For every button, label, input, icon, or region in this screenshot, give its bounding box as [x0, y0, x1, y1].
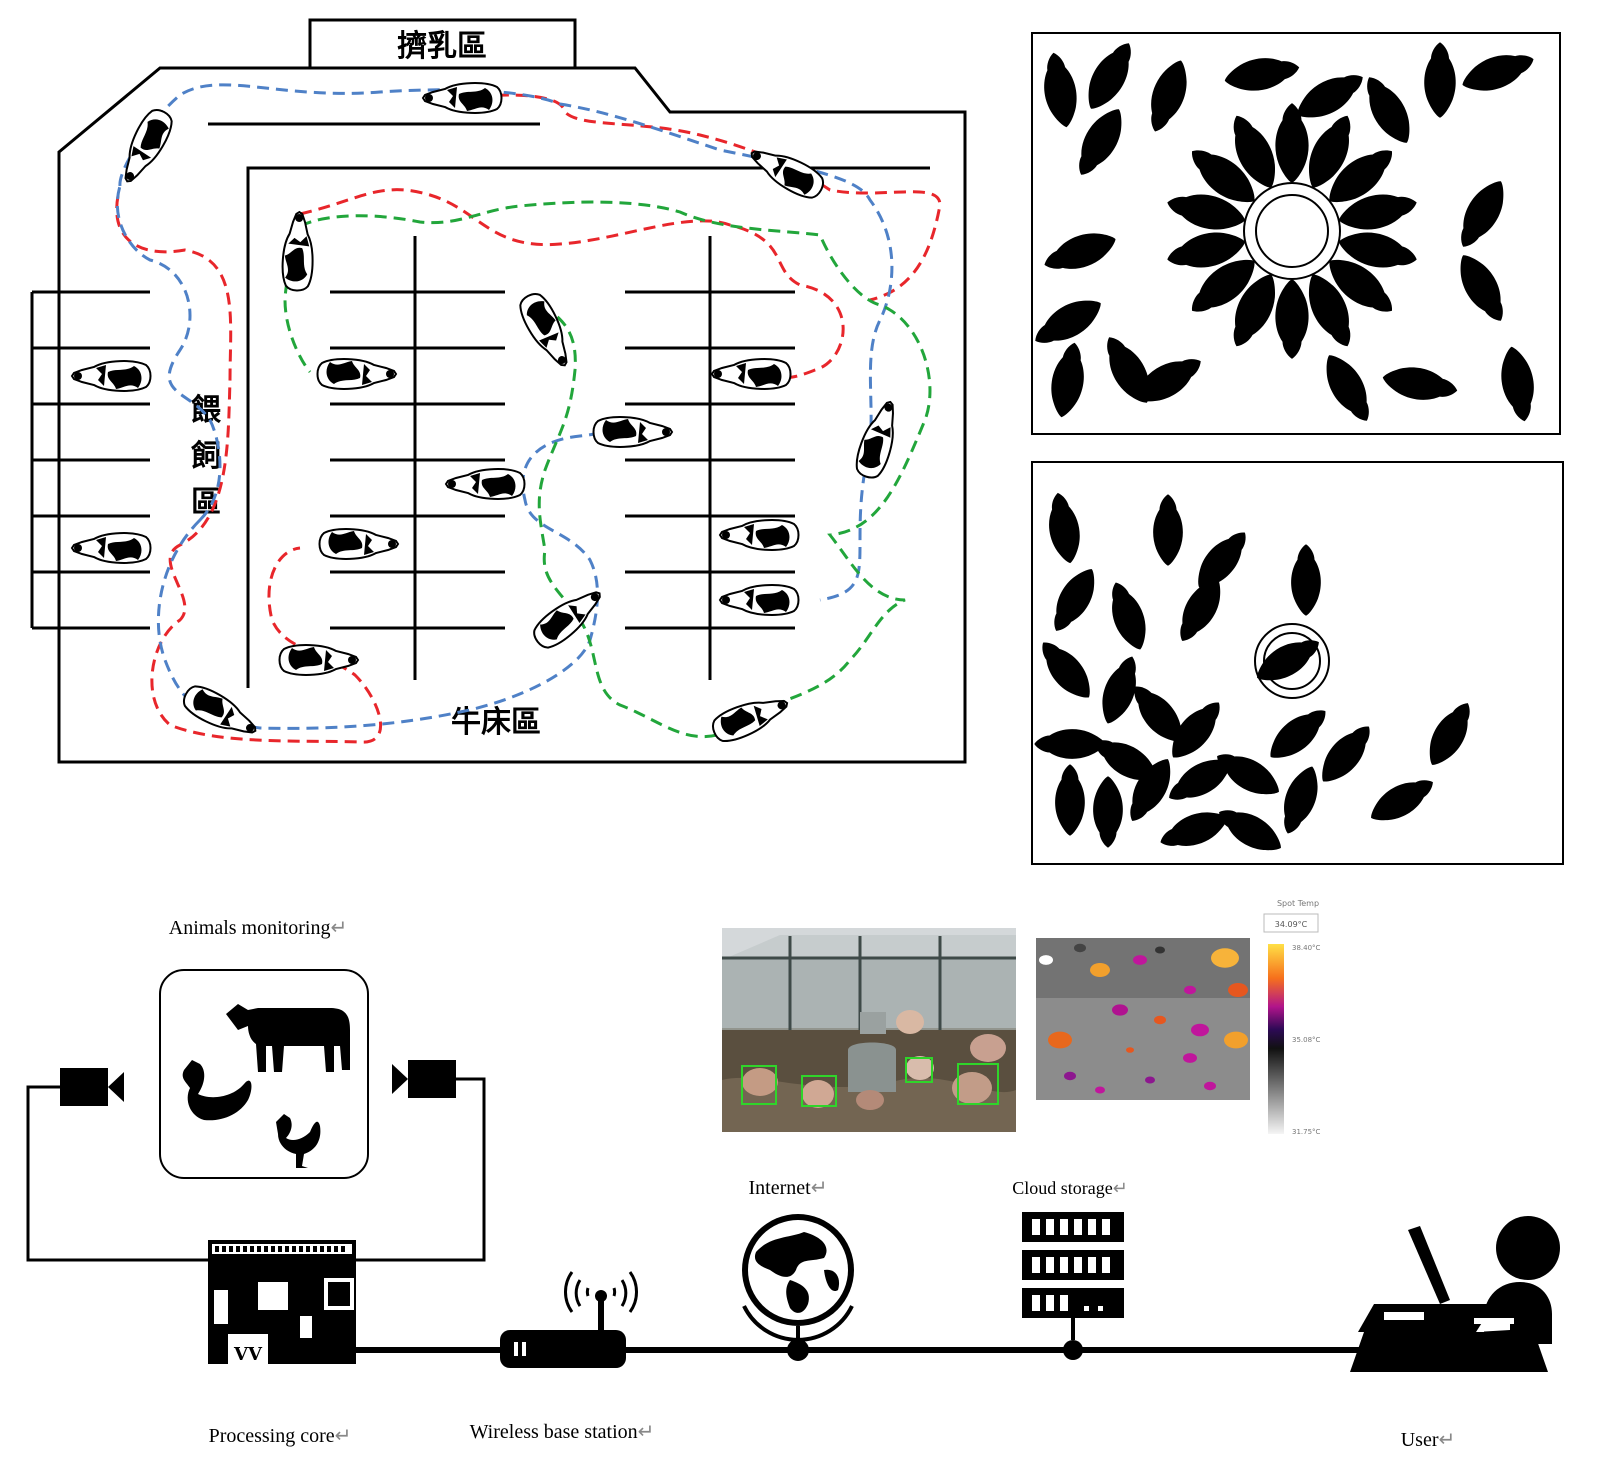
thermal-hotspot — [1155, 946, 1165, 954]
thermal-hotspot — [1074, 943, 1086, 953]
thermal-hotspot — [1184, 985, 1196, 995]
thermal-hotspot — [1183, 1053, 1197, 1063]
spot-temp-value: 34.09°C — [1275, 920, 1308, 929]
thermal-hotspot — [1039, 955, 1053, 965]
thermal-hotspot — [1090, 963, 1110, 977]
scale-mid: 35.08°C — [1292, 1036, 1321, 1044]
wireless-base-station-label: Wireless base station↵ — [470, 1421, 655, 1443]
milking-area-box — [308, 18, 577, 70]
thermal-hotspot — [1224, 1031, 1248, 1049]
server-rack-icon — [1022, 1212, 1124, 1360]
animals-monitoring-label: Animals monitoring↵ — [169, 917, 347, 939]
thermal-hotspot — [1095, 1086, 1105, 1094]
thermal-hotspot — [1126, 1047, 1134, 1053]
thermal-hotspot — [1145, 1076, 1155, 1084]
thermal-hotspot — [1228, 983, 1248, 997]
camera-icon — [392, 1060, 456, 1098]
scale-max: 38.40°C — [1292, 944, 1321, 952]
feeding-area-label-2: 飼 — [191, 439, 221, 474]
camera-icon — [60, 1068, 124, 1106]
hen-icon — [182, 1060, 252, 1121]
cow-icon — [226, 1004, 350, 1072]
thermal-hotspot — [1204, 1081, 1216, 1091]
thermal-hotspot — [1048, 1031, 1072, 1049]
thermal-hotspot — [1154, 1015, 1166, 1025]
crowd-diagram-corner — [1031, 461, 1564, 865]
scale-min: 31.75°C — [1292, 1128, 1321, 1136]
stall-block-right — [625, 236, 795, 680]
thermal-hotspot — [1211, 948, 1239, 968]
internet-label: Internet↵ — [749, 1177, 828, 1199]
spot-temp-label: Spot Temp — [1277, 899, 1319, 908]
green-trajectory — [283, 200, 932, 739]
router-icon — [500, 1271, 638, 1368]
thermal-hotspot — [1191, 1023, 1209, 1037]
thermal-image: Spot Temp 34.09°C 38.40°C 35.08°C 31.75°… — [1034, 896, 1321, 1142]
user-at-desk-icon — [1350, 1216, 1560, 1372]
thermal-hotspot — [1112, 1004, 1128, 1016]
thermal-hotspot — [1064, 1071, 1076, 1081]
barn-outer-wall — [57, 66, 967, 764]
feeding-fence — [30, 290, 150, 630]
barn-floor-plan: 擠乳區 餵 飼 區 — [30, 18, 967, 764]
raspberry-board-icon: VV — [208, 1240, 356, 1366]
globe-icon — [742, 1214, 854, 1361]
user-label: User↵ — [1401, 1429, 1456, 1451]
feeding-area-label-1: 餵 — [191, 393, 222, 428]
red-trajectory — [115, 93, 942, 744]
thermal-hotspot — [1133, 955, 1147, 965]
stall-block-middle — [330, 236, 505, 680]
cloud-storage-label: Cloud storage↵ — [1012, 1178, 1128, 1198]
milking-area-label: 擠乳區 — [397, 29, 487, 64]
blue-trajectory — [115, 83, 894, 730]
camera-feed-image — [722, 928, 1016, 1132]
crowd-diagram-circle — [1027, 32, 1561, 435]
processing-core-label: Processing core↵ — [209, 1425, 352, 1447]
rooster-icon — [276, 1114, 321, 1168]
svg-text:VV: VV — [233, 1344, 263, 1365]
